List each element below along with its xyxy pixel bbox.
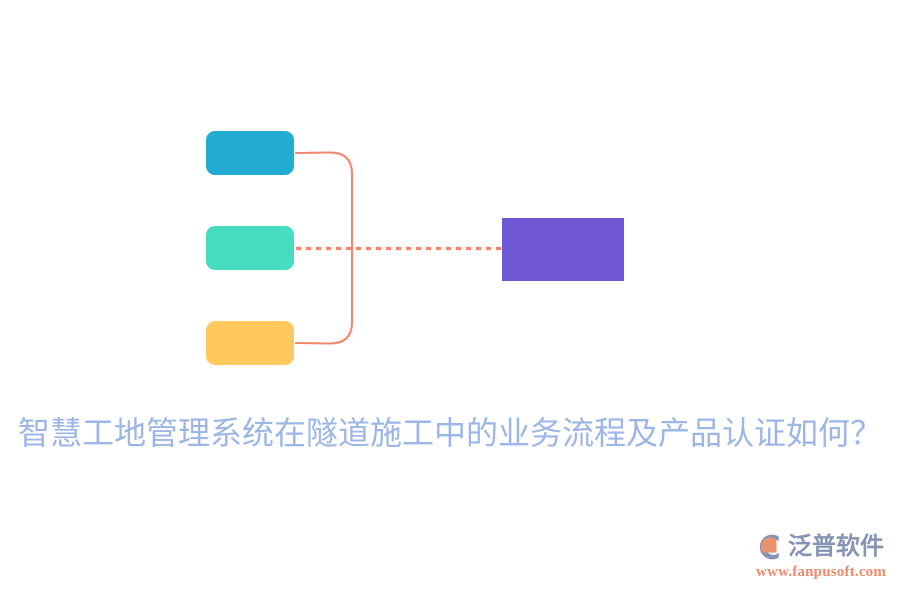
purple-node[interactable] [502, 218, 624, 281]
page-title: 智慧工地管理系统在隧道施工中的业务流程及产品认证如何？ [17, 415, 882, 451]
brand-url: www.fanpusoft.com [756, 564, 887, 580]
bracket-path [295, 151, 353, 345]
fanpu-circle-logo-icon [759, 534, 779, 560]
green-node[interactable] [206, 226, 294, 270]
diagram-canvas [206, 131, 624, 365]
watermark-logo: 泛普软件 www.fanpusoft.com [754, 532, 886, 590]
page-title-container: 智慧工地管理系统在隧道施工中的业务流程及产品认证如何？ [0, 404, 900, 462]
connector-layer [295, 151, 502, 345]
blue-node[interactable] [206, 131, 294, 175]
brand-name: 泛普软件 [788, 534, 884, 560]
yellow-node[interactable] [206, 321, 294, 365]
logo-row: 泛普软件 [754, 532, 884, 562]
